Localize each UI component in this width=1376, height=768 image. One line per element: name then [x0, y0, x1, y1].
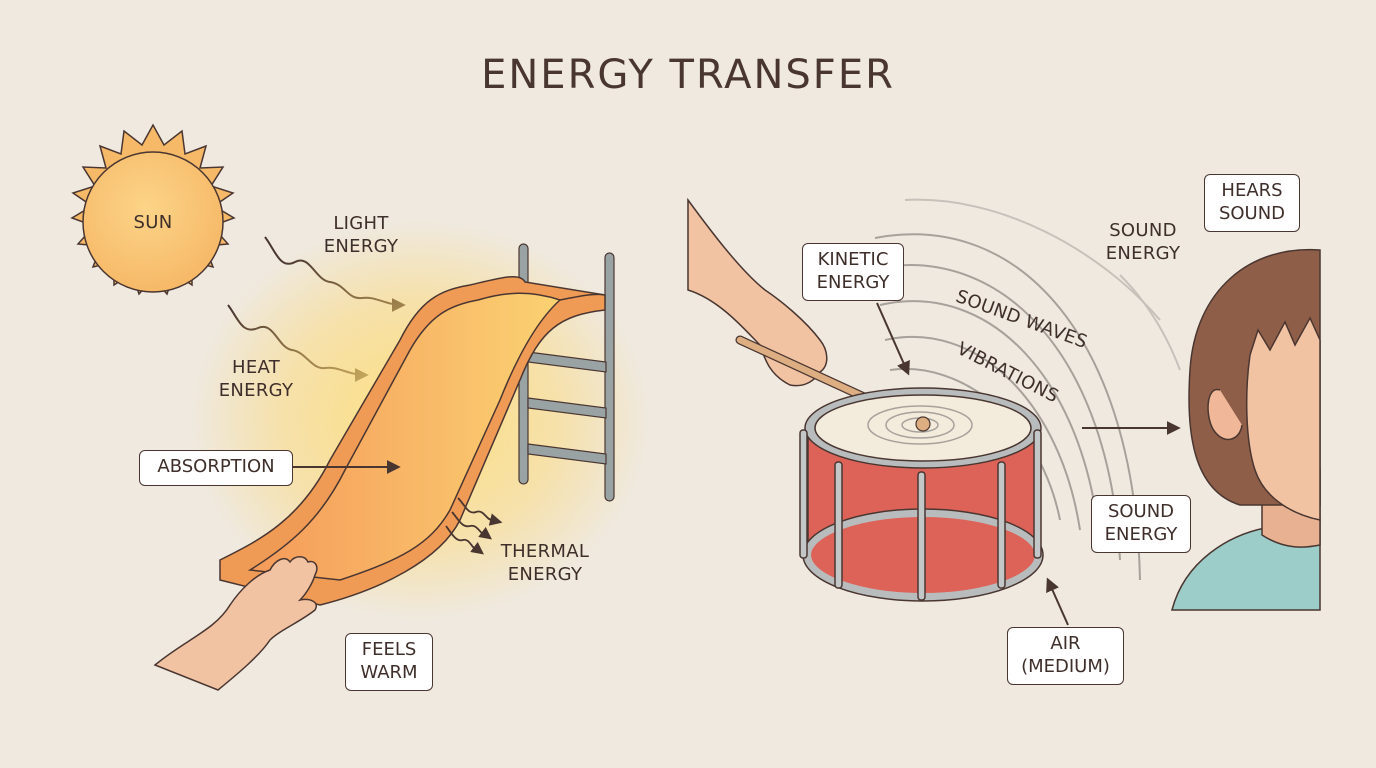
air-medium-label: AIR (MEDIUM) — [1007, 627, 1124, 685]
sound-energy-top-label: SOUND ENERGY — [1105, 220, 1181, 264]
sun-label: SUN — [133, 212, 173, 233]
slide-icon — [219, 275, 606, 606]
kinetic-energy-label: KINETIC ENERGY — [802, 243, 904, 301]
sun-icon — [70, 123, 236, 296]
listener-icon — [1171, 248, 1321, 611]
sound-waves-icon — [874, 198, 1181, 581]
hears-sound-label: HEARS SOUND — [1204, 174, 1300, 232]
light-energy-label: LIGHT ENERGY — [323, 213, 399, 257]
feels-warm-label: FEELS WARM — [345, 633, 433, 691]
drum-icon — [799, 387, 1044, 602]
sound-energy-box-label: SOUND ENERGY — [1091, 495, 1191, 553]
hand-icon — [153, 556, 318, 691]
thermal-energy-label: THERMAL ENERGY — [500, 541, 590, 585]
absorption-label: ABSORPTION — [139, 450, 293, 486]
heat-energy-label: HEAT ENERGY — [218, 357, 294, 401]
page-title: ENERGY TRANSFER — [481, 52, 895, 98]
